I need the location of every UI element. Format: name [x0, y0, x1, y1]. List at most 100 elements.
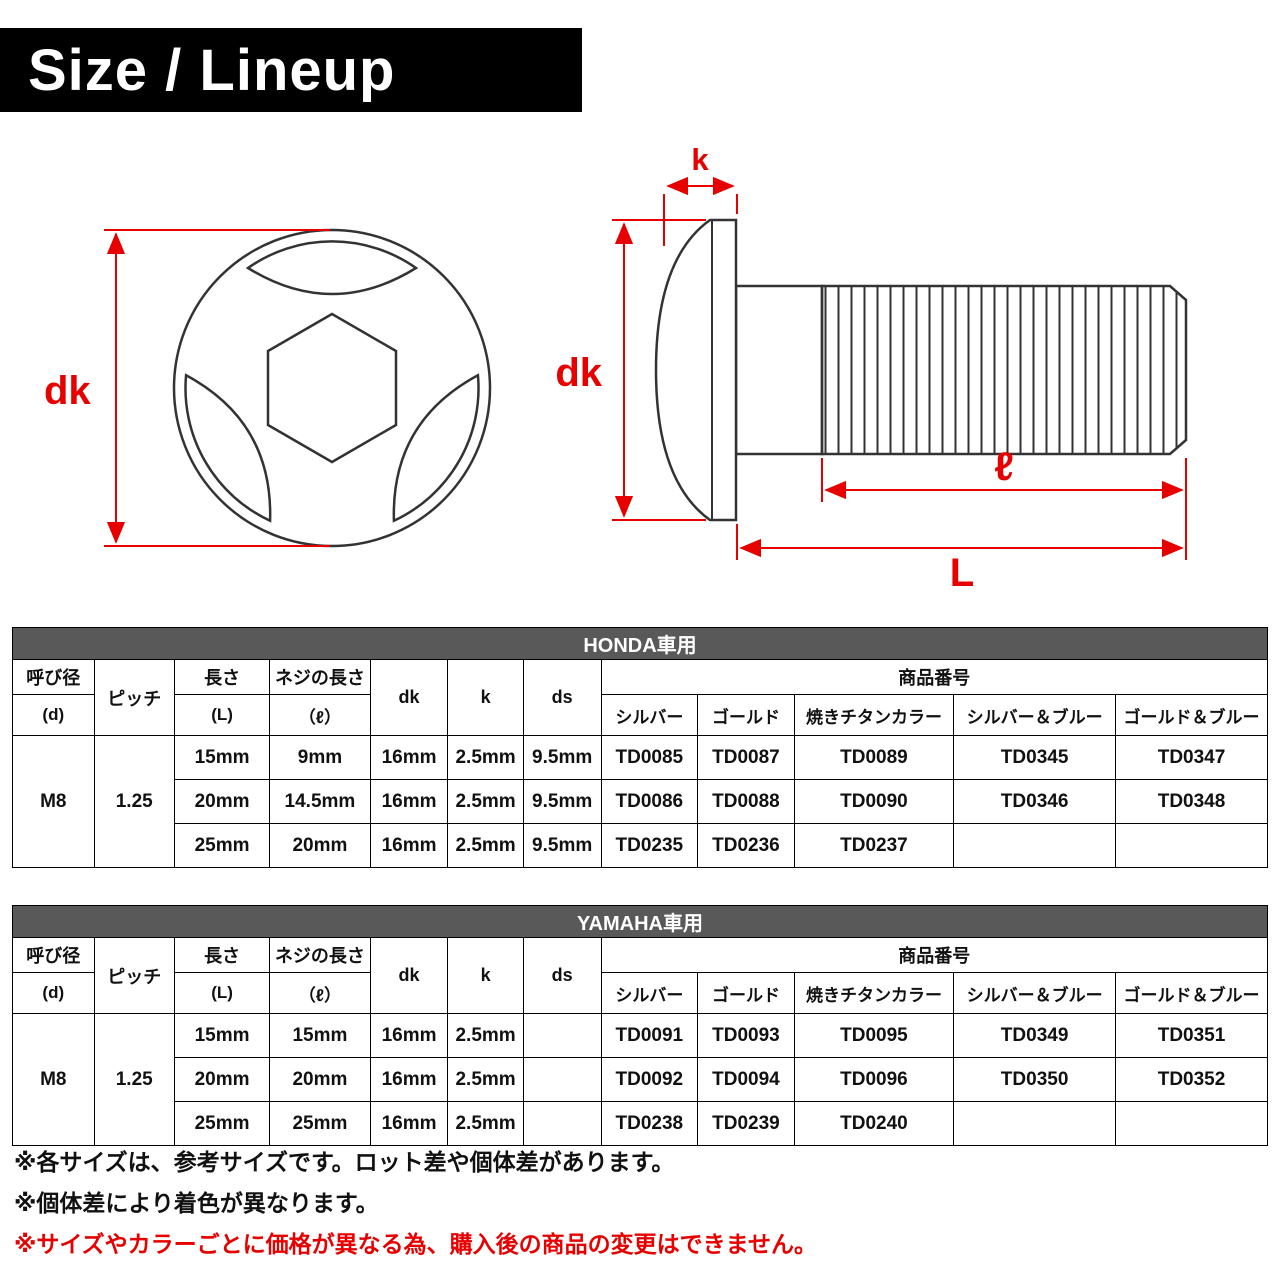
k-cell: 2.5mm: [447, 735, 524, 780]
product-code-cell: TD0240: [793, 1101, 955, 1146]
product-code-cell: TD0090: [793, 779, 955, 824]
thread: [820, 284, 1188, 456]
ds-cell: [522, 1057, 602, 1102]
product-code-cell: TD0088: [697, 779, 795, 824]
header-length-symbol: (L): [173, 694, 271, 736]
product-code-cell: [1115, 1101, 1268, 1146]
product-code-cell: TD0352: [1115, 1057, 1268, 1102]
header-length: 長さ: [173, 937, 271, 973]
header-diameter: 呼び径: [12, 937, 95, 973]
header-ds: ds: [522, 937, 602, 1014]
header-k: k: [447, 659, 524, 736]
k-cell: 2.5mm: [447, 1013, 524, 1058]
dk-cell: 16mm: [369, 1013, 449, 1058]
product-code-cell: TD0349: [953, 1013, 1117, 1058]
header-pitch: ピッチ: [93, 937, 175, 1014]
header-length-symbol: (L): [173, 972, 271, 1014]
dim-dk-side: [612, 219, 706, 521]
ds-cell: 9.5mm: [522, 779, 602, 824]
header-k: k: [447, 937, 524, 1014]
dim-dk-front: [104, 229, 330, 547]
bolt-size-diagram: dk k dk ℓ: [44, 142, 1188, 595]
product-code-cell: TD0351: [1115, 1013, 1268, 1058]
header-ds: ds: [522, 659, 602, 736]
dim-label-thread-length: ℓ: [994, 445, 1014, 489]
dim-thread-length: [821, 458, 1187, 560]
bolt-side-view: [654, 218, 1188, 522]
header-thread-length: ネジの長さ: [269, 659, 371, 695]
k-cell: 2.5mm: [447, 1057, 524, 1102]
product-code-cell: TD0087: [697, 735, 795, 780]
page-title: Size / Lineup: [28, 37, 396, 103]
dim-label-k: k: [691, 142, 709, 177]
dim-label-total-length: L: [950, 551, 974, 595]
bolt-head-front-view: [172, 228, 492, 548]
k-cell: 2.5mm: [447, 1101, 524, 1146]
thread-length-cell: 20mm: [269, 823, 371, 868]
header-diameter-symbol: (d): [12, 972, 95, 1014]
product-code-cell: [953, 1101, 1117, 1146]
ds-cell: [522, 1101, 602, 1146]
product-code-cell: TD0239: [697, 1101, 795, 1146]
footnote: ※個体差により着色が異なります。: [14, 1190, 379, 1216]
k-cell: 2.5mm: [447, 779, 524, 824]
ds-cell: [522, 1013, 602, 1058]
head-slot-cutout: [392, 373, 480, 523]
head-slot-cutout: [245, 240, 419, 296]
product-code-cell: TD0236: [697, 823, 795, 868]
header-thread-length-symbol: （ℓ）: [269, 972, 371, 1014]
diameter-cell: M8: [12, 1013, 95, 1146]
header-diameter-symbol: (d): [12, 694, 95, 736]
dk-cell: 16mm: [369, 735, 449, 780]
product-code-cell: [1115, 823, 1268, 868]
product-code-cell: TD0093: [697, 1013, 795, 1058]
header-color: ゴールド: [697, 972, 795, 1014]
footnote: ※各サイズは、参考サイズです。ロット差や個体差があります。: [14, 1149, 675, 1175]
footnotes: ※各サイズは、参考サイズです。ロット差や個体差があります。 ※個体差により着色が…: [14, 1142, 817, 1265]
thread-length-cell: 9mm: [269, 735, 371, 780]
header-thread-length-symbol: （ℓ）: [269, 694, 371, 736]
product-code-cell: TD0095: [793, 1013, 955, 1058]
k-cell: 2.5mm: [447, 823, 524, 868]
length-cell: 25mm: [173, 823, 271, 868]
dim-total-length: [736, 524, 1184, 560]
product-code-cell: TD0238: [600, 1101, 699, 1146]
header-color: シルバー: [600, 972, 699, 1014]
header-color: ゴールド: [697, 694, 795, 736]
product-code-cell: TD0089: [793, 735, 955, 780]
header-color: シルバー＆ブルー: [953, 972, 1117, 1014]
ds-cell: 9.5mm: [522, 823, 602, 868]
page-title-banner: Size / Lineup: [0, 28, 582, 112]
length-cell: 20mm: [173, 779, 271, 824]
header-pitch: ピッチ: [93, 659, 175, 736]
thread-length-cell: 20mm: [269, 1057, 371, 1102]
header-color: シルバー＆ブルー: [953, 694, 1117, 736]
header-color: ゴールド＆ブルー: [1115, 972, 1268, 1014]
length-cell: 25mm: [173, 1101, 271, 1146]
header-product-code: 商品番号: [600, 659, 1269, 695]
header-color: ゴールド＆ブルー: [1115, 694, 1268, 736]
dk-cell: 16mm: [369, 779, 449, 824]
product-code-cell: TD0347: [1115, 735, 1268, 780]
product-code-cell: TD0086: [600, 779, 699, 824]
product-code-cell: TD0085: [600, 735, 699, 780]
thread-length-cell: 15mm: [269, 1013, 371, 1058]
header-length: 長さ: [173, 659, 271, 695]
length-cell: 20mm: [173, 1057, 271, 1102]
length-cell: 15mm: [173, 1013, 271, 1058]
ds-cell: 9.5mm: [522, 735, 602, 780]
head-side-profile: [654, 218, 738, 522]
hex-socket: [266, 312, 398, 464]
pitch-cell: 1.25: [93, 1013, 175, 1146]
head-slot-cutout: [184, 373, 272, 523]
product-code-cell: TD0091: [600, 1013, 699, 1058]
table-title: HONDA車用: [12, 627, 1268, 660]
product-code-cell: [953, 823, 1117, 868]
table-title: YAMAHA車用: [12, 905, 1268, 938]
shank: [734, 284, 824, 456]
thread-length-cell: 14.5mm: [269, 779, 371, 824]
diameter-cell: M8: [12, 735, 95, 868]
